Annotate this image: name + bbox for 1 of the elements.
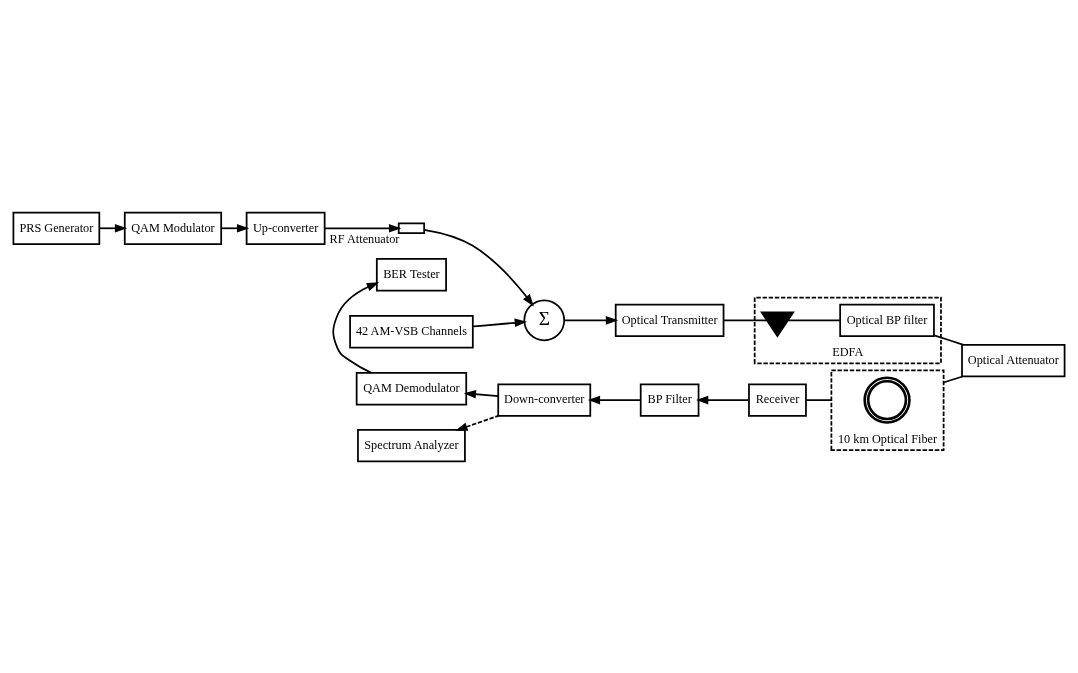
node-label: RF Attenuator <box>329 231 400 246</box>
